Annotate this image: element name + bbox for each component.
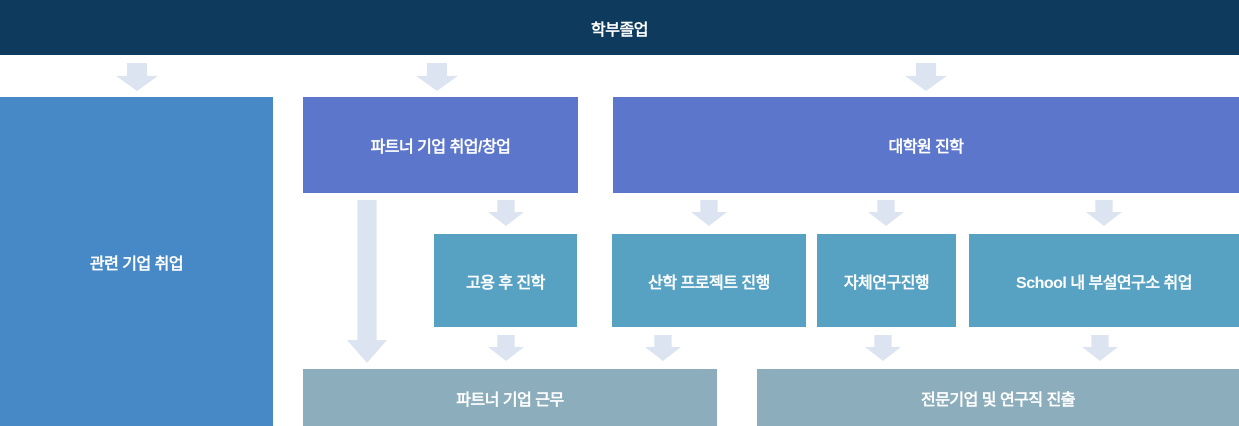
down-arrow-icon (1086, 200, 1122, 226)
down-arrow-icon (691, 200, 727, 226)
node-study-after-employment: 고용 후 진학 (434, 234, 577, 327)
node-partner-company-employment-startup: 파트너 기업 취업/창업 (303, 97, 578, 193)
node-school-research-institute-employment: School 내 부설연구소 취업 (969, 234, 1239, 327)
down-arrow-icon (645, 335, 681, 361)
down-arrow-icon (488, 335, 524, 361)
node-graduate-school: 대학원 진학 (613, 97, 1239, 193)
node-industry-academia-project: 산학 프로젝트 진행 (612, 234, 806, 327)
node-independent-research: 자체연구진행 (817, 234, 956, 327)
down-arrow-icon (865, 335, 901, 361)
node-related-company-employment: 관련 기업 취업 (0, 97, 273, 426)
down-arrow-icon (868, 200, 904, 226)
node-undergraduate-graduation: 학부졸업 (0, 0, 1239, 55)
node-professional-company-research-careers: 전문기업 및 연구직 진출 (757, 369, 1239, 426)
node-partner-company-work: 파트너 기업 근무 (303, 369, 717, 426)
down-arrow-long-icon (347, 200, 387, 363)
down-arrow-icon (488, 200, 524, 226)
down-arrow-icon (905, 63, 947, 91)
down-arrow-icon (116, 63, 158, 91)
down-arrow-icon (1082, 335, 1118, 361)
down-arrow-icon (416, 63, 458, 91)
